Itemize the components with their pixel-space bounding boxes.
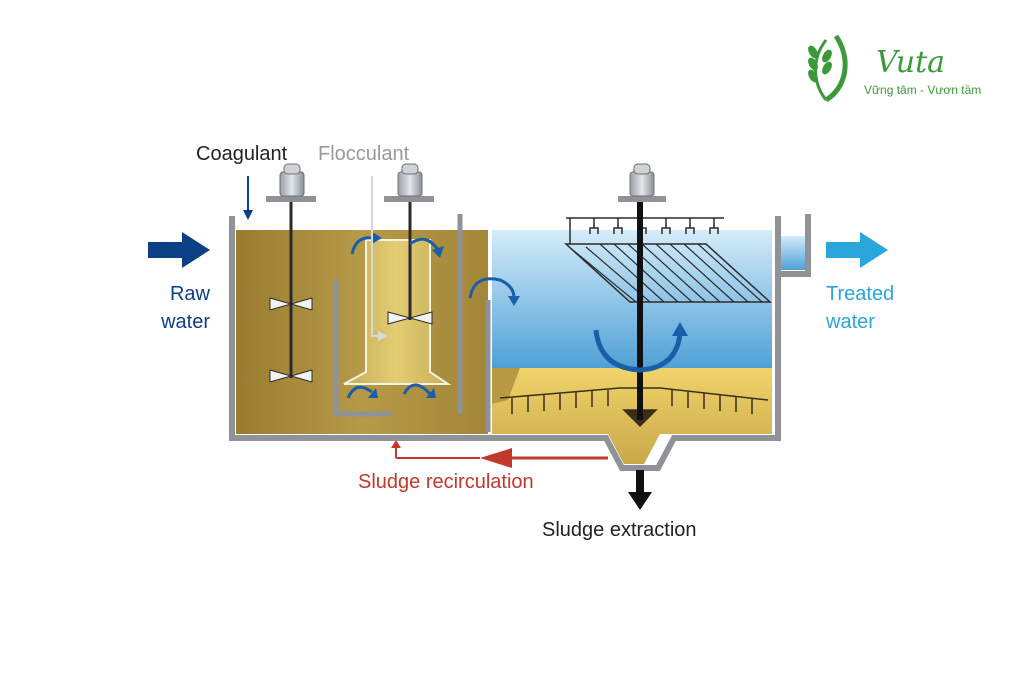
mixer-2 [384, 163, 434, 325]
raw-water-label-line2: water [160, 311, 210, 333]
motor-3-icon [629, 171, 655, 197]
motor-1-icon [279, 171, 305, 197]
brand-logo: Vuta Vững tâm - Vươn tầm [808, 34, 981, 103]
settler-tank [490, 214, 811, 471]
sludge-recirculation-arrow-icon [391, 440, 608, 468]
inner-baffle [333, 280, 392, 417]
reactor-tank [229, 214, 491, 441]
impeller-1-icon [269, 297, 313, 383]
treated-water-label-line1: Treated [826, 283, 894, 305]
brand-name: Vuta [876, 45, 945, 80]
mixer-1 [266, 163, 316, 383]
treated-water-arrow-icon [826, 232, 888, 268]
motor-2-icon [397, 171, 423, 197]
flocculant-label: Flocculant [318, 143, 410, 165]
reactor-liquid [236, 230, 488, 434]
flocculant-arrow-icon [371, 176, 388, 341]
sludge-slope [492, 368, 520, 404]
sludge-extraction-arrow-icon [628, 470, 652, 510]
sludge-recirculation-label: Sludge recirculation [358, 471, 534, 493]
internal-flow-arrows [346, 232, 688, 399]
coagulant-label: Coagulant [196, 143, 288, 165]
brand-slogan: Vững tâm - Vươn tầm [864, 83, 981, 97]
leaf-logo-icon [808, 34, 848, 103]
outlet-channel-wall [778, 214, 811, 277]
scraper-drive [618, 163, 666, 420]
coagulant-arrow-icon [243, 176, 253, 220]
flocculation-zone [344, 240, 448, 384]
impeller-2-icon [387, 311, 433, 325]
treated-water-label-line2: water [825, 311, 875, 333]
sludge-extraction-label: Sludge extraction [542, 519, 697, 541]
raw-water-arrow-icon [148, 232, 210, 268]
reactor-wall [229, 216, 490, 441]
settler-wall [490, 216, 781, 471]
raw-water-label-line1: Raw [170, 283, 211, 305]
